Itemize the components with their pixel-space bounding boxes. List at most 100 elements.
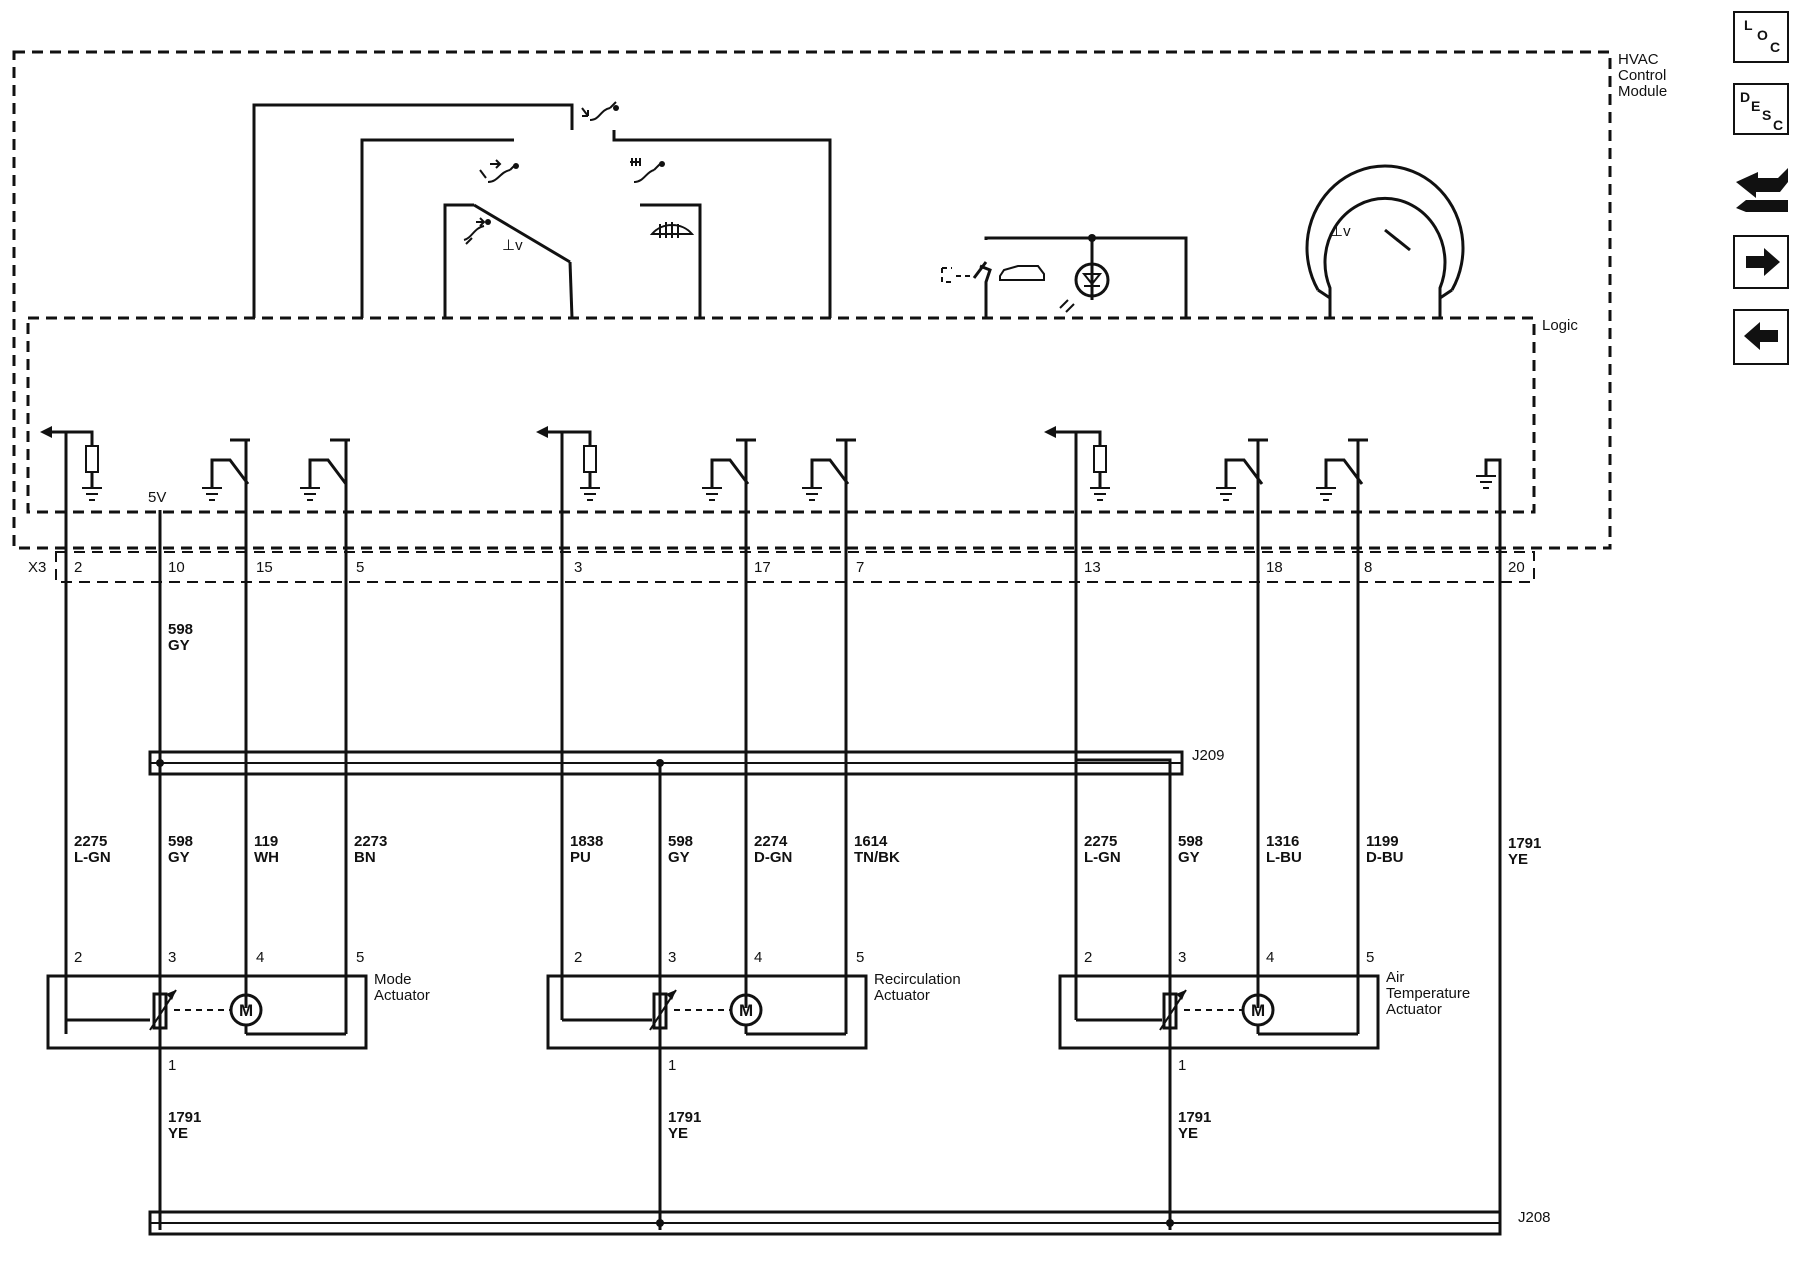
actuator-name-line: Actuator bbox=[874, 987, 930, 1004]
actuator-pin-label: 2 bbox=[74, 949, 82, 966]
mode-actuator: 2 3 4 5 Mode Actuator M 1 1791 YE bbox=[46, 949, 430, 1142]
svg-text:M: M bbox=[239, 1001, 253, 1020]
module-title-line-2: Control bbox=[1618, 67, 1666, 84]
svg-text:E: E bbox=[1751, 98, 1760, 114]
ground-pin-label: 1 bbox=[668, 1057, 676, 1074]
wire-color-label: D-BU bbox=[1366, 849, 1404, 866]
ground-wire-color: YE bbox=[1178, 1125, 1198, 1142]
wire-color-label: L-GN bbox=[1084, 849, 1121, 866]
wire-color-label: L-BU bbox=[1266, 849, 1302, 866]
description-button[interactable]: D E S C bbox=[1733, 83, 1789, 135]
svg-text:D: D bbox=[1740, 89, 1750, 105]
svg-text:C: C bbox=[1773, 117, 1783, 133]
logic-internals: 5V bbox=[40, 426, 1502, 510]
logic-block-boundary bbox=[26, 316, 1536, 514]
next-page-arrow-icon bbox=[1746, 248, 1780, 276]
wire-circuit-label: 598 bbox=[168, 833, 193, 850]
pin-number: 3 bbox=[574, 559, 582, 576]
floor-airflow-icon bbox=[463, 217, 491, 245]
wire-circuit-label: 2274 bbox=[754, 833, 788, 850]
wire-color-label: L-GN bbox=[74, 849, 111, 866]
ground-wire-circuit: 1791 bbox=[168, 1109, 201, 1126]
wire-circuit-label: 2275 bbox=[74, 833, 107, 850]
svg-text:M: M bbox=[1251, 1001, 1265, 1020]
recirculation-switch bbox=[941, 234, 1188, 318]
ground-wire-circuit: 1791 bbox=[668, 1109, 701, 1126]
actuator-name-line: Actuator bbox=[374, 987, 430, 1004]
wire-labels: 598 GY 2275 L-GN 598 GY 119 WH 2273 BN 1… bbox=[74, 621, 1541, 868]
splice-j209-label: J209 bbox=[1192, 747, 1225, 764]
pin-number: 10 bbox=[168, 559, 185, 576]
splice-j209: J209 bbox=[148, 747, 1225, 776]
svg-text:L: L bbox=[1744, 17, 1753, 33]
wire-color-label: TN/BK bbox=[854, 849, 900, 866]
wire-circuit-label: 598 bbox=[168, 621, 193, 638]
hvac-control-module-boundary bbox=[12, 50, 1612, 550]
supply-5v-label: 5V bbox=[148, 489, 166, 506]
actuator-pin-label: 2 bbox=[574, 949, 582, 966]
wire-color-label: WH bbox=[254, 849, 279, 866]
wire-circuit-label: 2275 bbox=[1084, 833, 1117, 850]
svg-text:O: O bbox=[1757, 27, 1768, 43]
position-sensor-potentiometer bbox=[652, 992, 668, 1030]
actuator-pin-label: 2 bbox=[1084, 949, 1092, 966]
pin-number: 13 bbox=[1084, 559, 1101, 576]
actuator-pin-label: 5 bbox=[356, 949, 364, 966]
pin-number: 8 bbox=[1364, 559, 1372, 576]
wire-color-label: GY bbox=[168, 849, 190, 866]
indicator-led-icon bbox=[1074, 262, 1110, 298]
pin-number: 7 bbox=[856, 559, 864, 576]
previous-page-arrow-icon bbox=[1744, 322, 1778, 350]
splice-j208-label: J208 bbox=[1518, 1209, 1551, 1226]
wire-color-label: GY bbox=[1178, 849, 1200, 866]
connector-view-icon[interactable] bbox=[1736, 168, 1788, 212]
pin-number: 15 bbox=[256, 559, 273, 576]
actuator-name-line: Actuator bbox=[1386, 1001, 1442, 1018]
ground-wire-color: YE bbox=[168, 1125, 188, 1142]
actuator-pin-label: 3 bbox=[668, 949, 676, 966]
wire-color-label: PU bbox=[570, 849, 591, 866]
wire-color-label: GY bbox=[168, 637, 190, 654]
wire-color-label: YE bbox=[1508, 851, 1528, 868]
bi-level-airflow-icon bbox=[479, 159, 519, 183]
pin-number: 18 bbox=[1266, 559, 1283, 576]
svg-text:C: C bbox=[1770, 39, 1780, 55]
location-button[interactable]: L O C bbox=[1733, 11, 1789, 63]
wire-circuit-label: 1838 bbox=[570, 833, 603, 850]
temp-control-ripple-symbol: ⊥v bbox=[1330, 223, 1351, 240]
pin-number: 2 bbox=[74, 559, 82, 576]
wire-circuit-label: 2273 bbox=[354, 833, 387, 850]
position-sensor-potentiometer bbox=[152, 992, 168, 1030]
previous-page-button[interactable] bbox=[1733, 309, 1789, 365]
svg-text:S: S bbox=[1762, 107, 1771, 123]
connector-pin-numbers: 2 10 15 5 3 17 7 13 18 8 20 bbox=[74, 559, 1525, 576]
svg-text:M: M bbox=[739, 1001, 753, 1020]
wire-color-label: D-GN bbox=[754, 849, 792, 866]
actuator-pin-label: 5 bbox=[856, 949, 864, 966]
ground-pin-label: 1 bbox=[1178, 1057, 1186, 1074]
actuator-name-line: Recirculation bbox=[874, 971, 961, 988]
next-page-button[interactable] bbox=[1733, 235, 1789, 289]
wire-circuit-label: 1614 bbox=[854, 833, 888, 850]
module-title-line-3: Module bbox=[1618, 83, 1667, 100]
wire-circuit-label: 1316 bbox=[1266, 833, 1299, 850]
wire-circuit-label: 598 bbox=[668, 833, 693, 850]
wire-circuit-label: 598 bbox=[1178, 833, 1203, 850]
wire-circuit-label: 1199 bbox=[1366, 833, 1399, 850]
position-sensor-potentiometer bbox=[1162, 992, 1178, 1030]
actuator-pin-label: 4 bbox=[256, 949, 264, 966]
ground-wire-circuit: 1791 bbox=[1178, 1109, 1211, 1126]
pin-number: 5 bbox=[356, 559, 364, 576]
temperature-control-rotary: ⊥v bbox=[1305, 164, 1465, 318]
module-title-line-1: HVAC bbox=[1618, 51, 1659, 68]
actuator-pin-label: 4 bbox=[1266, 949, 1274, 966]
ground-wire-color: YE bbox=[668, 1125, 688, 1142]
vent-airflow-icon bbox=[581, 101, 619, 121]
blend-airflow-icon bbox=[630, 158, 665, 183]
pin-number: 20 bbox=[1508, 559, 1525, 576]
wire-color-label: GY bbox=[668, 849, 690, 866]
mode-switch-ripple-symbol: ⊥v bbox=[502, 237, 523, 254]
wire-circuit-label: 1791 bbox=[1508, 835, 1541, 852]
actuator-pin-label: 5 bbox=[1366, 949, 1374, 966]
